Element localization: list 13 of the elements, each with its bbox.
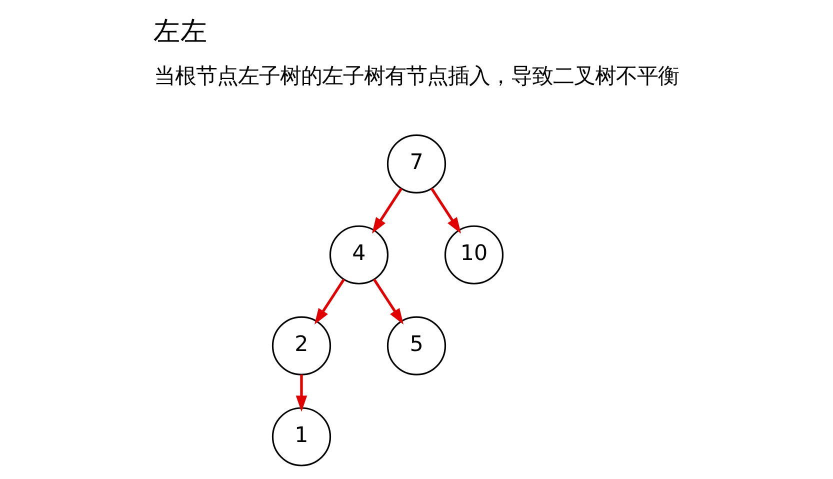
diagram-title: 左左: [153, 16, 208, 48]
label: 当根节点左子树的左子树有节点插入，导致二叉树不平衡: [154, 64, 679, 89]
node-circle: 10: [444, 225, 504, 284]
node-circle: 2: [272, 316, 332, 376]
arrow: [430, 188, 461, 234]
arrow: [296, 374, 308, 412]
arrow: [314, 278, 345, 325]
arrow: [372, 278, 404, 325]
node-circle: 7: [386, 134, 446, 194]
arrow: [372, 188, 402, 234]
node-circle: 5: [386, 316, 446, 376]
node-circle: 4: [329, 225, 389, 284]
node-circle: 1: [272, 407, 332, 466]
